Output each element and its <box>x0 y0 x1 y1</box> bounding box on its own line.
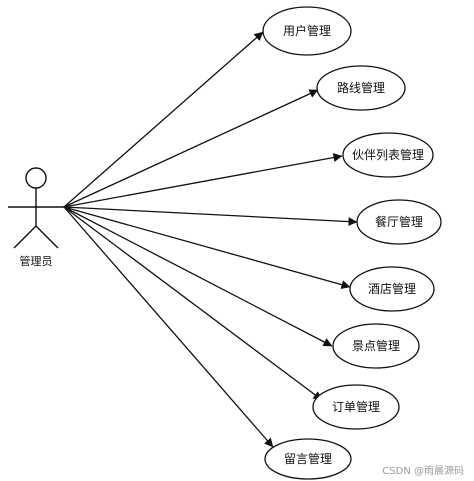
use-case-order-mgmt: 订单管理 <box>312 384 400 430</box>
use-case-label: 订单管理 <box>332 399 380 414</box>
use-case-ellipse <box>349 266 435 312</box>
use-case-ellipse <box>262 6 352 56</box>
use-case-route-mgmt: 路线管理 <box>316 65 406 111</box>
actor-head <box>25 167 47 189</box>
actor-right-leg <box>35 225 59 249</box>
use-case-label: 留言管理 <box>284 451 332 466</box>
use-case-label: 餐厅管理 <box>375 214 423 229</box>
use-case-ellipse <box>264 438 352 480</box>
use-case-ellipse <box>312 384 400 430</box>
arrow-route-mgmt <box>63 89 319 208</box>
use-case-label: 路线管理 <box>337 80 385 95</box>
arrow-restaurant-mgmt <box>63 206 358 227</box>
use-case-scenic-spot-mgmt: 景点管理 <box>332 323 420 369</box>
use-case-label: 酒店管理 <box>368 281 416 296</box>
use-case-label: 用户管理 <box>283 23 331 38</box>
arrow-message-mgmt <box>63 206 274 448</box>
use-case-hotel-mgmt: 酒店管理 <box>349 266 435 312</box>
use-case-ellipse <box>356 199 442 245</box>
use-case-ellipse <box>316 65 406 111</box>
use-case-label: 伙伴列表管理 <box>352 147 424 162</box>
actor-left-leg <box>13 225 37 249</box>
actor-label: 管理员 <box>20 254 53 268</box>
use-case-partner-list-mgmt: 伙伴列表管理 <box>342 132 434 178</box>
use-case-restaurant-mgmt: 餐厅管理 <box>356 199 442 245</box>
use-case-user-mgmt: 用户管理 <box>262 6 352 56</box>
use-case-ellipse <box>332 323 420 369</box>
actor: 管理员 <box>8 167 64 268</box>
arrow-hotel-mgmt <box>63 206 351 290</box>
associations <box>63 31 358 448</box>
use-case-message-mgmt: 留言管理 <box>264 438 352 480</box>
arrow-user-mgmt <box>63 31 264 208</box>
use-case-ellipse <box>342 132 434 178</box>
arrow-partner-list-mgmt <box>63 153 343 208</box>
watermark: CSDN @雨晨源码 <box>382 464 464 477</box>
arrow-scenic-spot-mgmt <box>63 206 333 347</box>
use-case-label: 景点管理 <box>352 338 400 353</box>
arrow-order-mgmt <box>63 206 323 401</box>
